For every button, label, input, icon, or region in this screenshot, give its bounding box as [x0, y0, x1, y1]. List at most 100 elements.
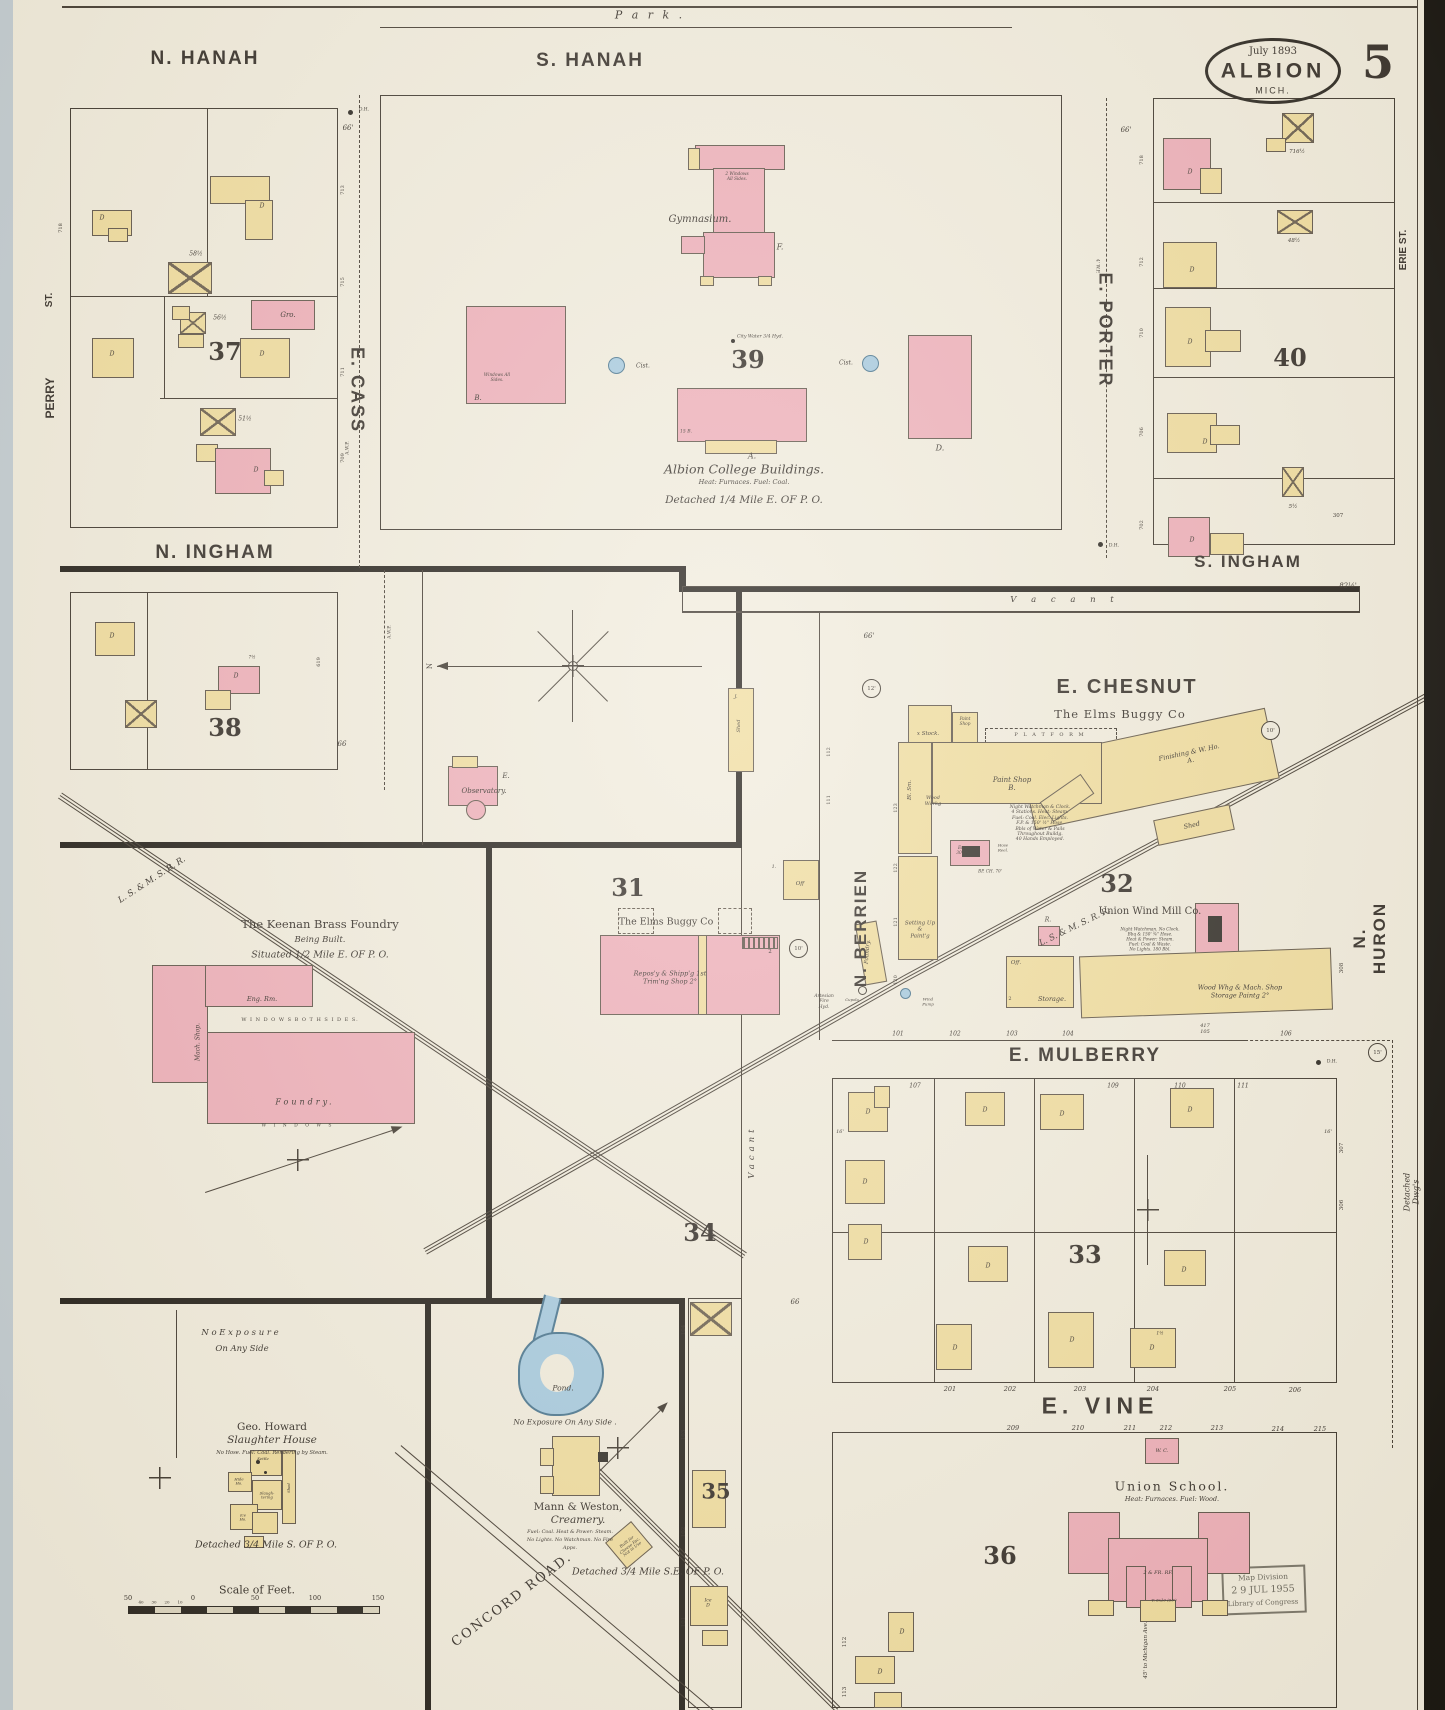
map-label: Storage. [1037, 995, 1067, 1004]
street-label-e-mulberry: E. MULBERRY [1008, 1044, 1162, 1066]
building-frame [540, 1448, 554, 1466]
map-label: 66 [337, 739, 347, 748]
map-label: D [862, 1178, 868, 1186]
building-frame [698, 935, 707, 1015]
map-label: Hide Ho. [234, 1476, 244, 1486]
building-frame [728, 688, 754, 772]
map-label: D [1187, 338, 1193, 346]
building-brick [251, 300, 315, 330]
map-label: 109 [1107, 1082, 1119, 1090]
map-label: 0 [190, 1594, 196, 1603]
street-label-st: ST. [44, 292, 56, 308]
building-frame [552, 1436, 600, 1496]
map-label: 718 [1139, 155, 1146, 165]
map-label: Cist. [839, 359, 853, 367]
map-line [1153, 202, 1395, 203]
map-label: D [1189, 536, 1195, 544]
map-label: No Exposure On Any Side . [513, 1417, 617, 1427]
survey-cross [562, 655, 584, 677]
map-label: Repos'y & Shipp'g 1st Trim'ng Shop 2° [633, 969, 707, 985]
building-frame [874, 1692, 902, 1708]
point-mark [256, 1460, 260, 1464]
map-label: 203 [1073, 1385, 1087, 1394]
map-line [832, 1040, 1245, 1041]
survey-cross [149, 1467, 171, 1489]
building-frame [783, 860, 819, 900]
building-frame [244, 1536, 264, 1548]
map-label: 206 [1288, 1386, 1302, 1395]
map-label: Ice D [704, 1598, 712, 1609]
map-label: 215 [1313, 1425, 1327, 1434]
stamp-line: 2 9 JUL 1955 [1231, 1583, 1295, 1597]
map-line [819, 612, 820, 1040]
building-frame [1164, 1250, 1206, 1286]
map-label: D [1059, 1110, 1065, 1118]
map-label: 111 [826, 795, 833, 805]
building-frame [1130, 1328, 1176, 1368]
poi-mann-weston-creamery: Mann & Weston, [533, 1500, 623, 1513]
arrowhead [390, 1122, 404, 1134]
map-label: 417 105 [1200, 1023, 1210, 1035]
map-label: 702 [1139, 520, 1146, 530]
map-label: 7½ [248, 655, 256, 661]
map-label: D [233, 672, 239, 680]
map-label: 209 [1006, 1424, 1020, 1433]
map-label: 307 [1332, 512, 1344, 519]
map-line [832, 1232, 1337, 1233]
title-date: July 1893 [1249, 46, 1297, 58]
map-label: Paint Shop B. [992, 775, 1032, 792]
street-label-erie-st: ERIE ST. [1398, 229, 1410, 271]
street-label-e-cass: E. CASS [347, 346, 368, 434]
building-frame [452, 756, 478, 768]
building-frame [92, 338, 134, 378]
street-label-n-huron: N. HURON [1349, 901, 1389, 975]
map-label: D [1187, 1106, 1193, 1114]
map-label: Wood Whg & Mach. Shop Storage Paintg 2° [1197, 983, 1283, 999]
map-label: Vacant [746, 1125, 757, 1179]
building-frame [936, 1324, 972, 1370]
building-brick [695, 145, 785, 170]
map-label: On Any Side [215, 1343, 269, 1354]
map-label: A.W.P. [387, 625, 393, 639]
building-frame [228, 1472, 252, 1492]
map-label: 106 [1280, 1030, 1292, 1038]
map-label: J. [734, 694, 738, 701]
map-line [62, 6, 1418, 8]
building-frame [1210, 425, 1240, 445]
title-oval [1205, 38, 1341, 104]
map-label: Kettle [257, 1455, 269, 1461]
map-line [422, 570, 423, 845]
map-label: R. [1044, 916, 1052, 924]
map-label: BP. CH. 70' [978, 868, 1002, 874]
map-label: D [1181, 1266, 1187, 1274]
point-mark [347, 109, 353, 115]
block-number-34: 34 [683, 1217, 717, 1247]
cupola [858, 986, 867, 995]
building-frame [965, 1092, 1005, 1126]
map-label: Being Built. [294, 934, 346, 945]
map-label: 20 [164, 1599, 170, 1605]
map-label: 213 [1210, 1424, 1224, 1433]
map-label: W I N D O W S [261, 1123, 335, 1129]
map-label: 66' [863, 631, 875, 640]
building-frame [968, 1246, 1008, 1282]
map-label: Paint Shop [959, 716, 971, 726]
map-label: 711 [340, 367, 347, 377]
map-label: Mach. Shop. [194, 1022, 202, 1062]
arrowhead [437, 662, 448, 670]
building-brick [218, 666, 260, 694]
map-label: E. [502, 771, 510, 780]
map-label: 150 [371, 1594, 385, 1603]
building-frame [245, 200, 273, 240]
map-label: 100 [308, 1594, 322, 1603]
map-label: 710 [1139, 328, 1146, 338]
point-mark [1097, 541, 1103, 547]
building-frame [848, 1224, 882, 1260]
street-label-e-porter: E. PORTER [1095, 272, 1116, 388]
building-brick [215, 448, 271, 494]
building-frame [168, 262, 212, 294]
map-label: 10 [177, 1599, 183, 1605]
point-mark [731, 339, 735, 343]
map-label: 308 [1338, 962, 1345, 974]
map-line [70, 296, 338, 297]
